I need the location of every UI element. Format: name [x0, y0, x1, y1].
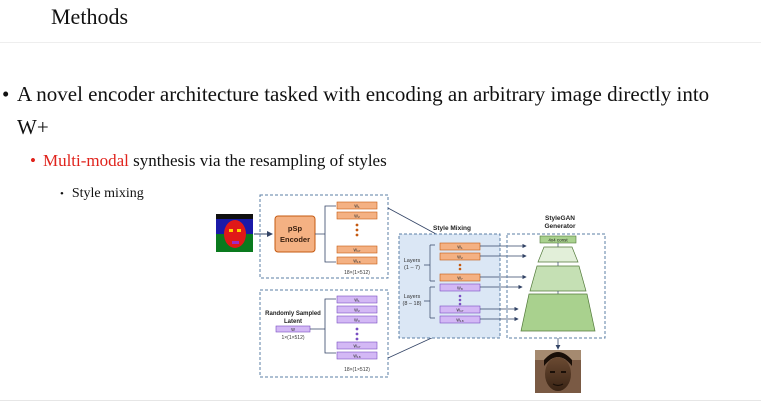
encoder-label-2: Encoder — [280, 235, 310, 244]
style-code-label: w₁₈ — [353, 354, 360, 360]
layers-high-label: Layers — [404, 294, 421, 300]
encoder-label: pSp — [288, 224, 303, 233]
generator-block-low — [537, 246, 579, 263]
encoder-to-mixing-line — [387, 207, 437, 235]
bullet-dot: • — [2, 82, 10, 106]
style-code-label: w₇ — [457, 276, 463, 282]
encoder-style-codes: w₁ w₂ w₁₇ w₁₈ — [336, 201, 378, 265]
style-code-box — [336, 305, 378, 314]
latent-to-mixing-line — [387, 335, 437, 359]
encoder-bracket — [315, 205, 336, 263]
style-code-box — [439, 283, 481, 292]
style-code-box — [336, 341, 378, 350]
style-code-label: w₈ — [457, 286, 463, 292]
latent-vector-label: w — [291, 327, 295, 333]
style-code-label: w₁ — [354, 298, 360, 304]
footer-divider — [0, 400, 761, 401]
style-code-label: w₁₈ — [456, 318, 463, 324]
output-face-image — [535, 350, 581, 393]
layers-low-range: (1 – 7) — [404, 265, 420, 271]
ellipsis-dot — [355, 337, 359, 341]
bullet-level-2: • Multi-modal synthesis via the resamplin… — [30, 151, 387, 171]
latent-style-codes: w₁ w₂ w₃ w₁₇ w₁₈ — [336, 295, 378, 360]
bullet-level-1-text: A novel encoder architecture tasked with… — [17, 82, 710, 139]
style-code-label: w₁ — [457, 245, 463, 251]
style-code-label: w₁₇ — [353, 248, 360, 254]
ellipsis-dot — [458, 294, 462, 298]
layers-low-bracket — [424, 244, 435, 282]
style-mixing-title: Style Mixing — [433, 225, 471, 232]
style-code-box — [439, 305, 481, 314]
ellipsis-dot — [458, 298, 462, 302]
style-code-label: w₁₈ — [353, 259, 360, 265]
slide-title: Methods — [51, 4, 128, 29]
style-code-label: w₁ — [354, 204, 360, 210]
generator-title: StyleGAN — [545, 215, 575, 222]
ellipsis-dot — [355, 228, 359, 232]
encoder-panel — [259, 194, 389, 279]
encoder-codes-dim: 18×(1×512) — [344, 270, 370, 276]
title-divider — [0, 42, 761, 43]
style-code-box — [439, 273, 481, 282]
style-code-box — [439, 242, 481, 251]
mixing-to-generator-arrows — [480, 243, 527, 322]
layers-high-range: (8 – 18) — [403, 301, 422, 307]
ellipsis-dot — [355, 233, 359, 237]
bullet-level-3: • Style mixing — [60, 186, 144, 202]
bullet-dot: • — [60, 188, 64, 200]
bullet-level-1: • A novel encoder architecture tasked wi… — [2, 78, 742, 144]
ellipsis-dot — [355, 223, 359, 227]
style-code-box — [439, 252, 481, 261]
style-code-box — [336, 211, 378, 220]
bullet-level-3-text: Style mixing — [71, 186, 144, 201]
style-code-label: w₂ — [457, 255, 463, 261]
ellipsis-dot — [355, 332, 359, 336]
style-code-box — [336, 245, 378, 254]
generator-panel — [506, 233, 606, 339]
latent-bracket — [310, 298, 336, 354]
const-input-label: 4x4 const — [548, 238, 568, 243]
ellipsis-dot — [458, 263, 462, 267]
style-code-label: w₁₇ — [456, 308, 463, 314]
psp-architecture-diagram: pSp Encoder w₁ w₂ w₁₇ w₁₈ 18×(1×512) Ran… — [216, 194, 606, 393]
style-code-box — [336, 351, 378, 360]
ellipsis-dot — [355, 327, 359, 331]
generator-block-high — [520, 293, 596, 332]
style-code-box — [336, 201, 378, 210]
highlight-text: Multi-modal — [42, 151, 129, 170]
style-code-label: w₃ — [354, 318, 360, 324]
latent-panel — [259, 289, 389, 378]
ellipsis-dot — [458, 302, 462, 306]
style-code-box — [336, 315, 378, 324]
latent-label: Randomly Sampled — [265, 311, 321, 317]
style-code-label: w₂ — [354, 214, 360, 220]
generator-title-2: Generator — [544, 223, 576, 230]
style-code-label: w₁₇ — [353, 344, 360, 350]
mixed-style-codes: w₁ w₂ w₇ w₈ w₁₇ w₁₈ — [439, 242, 481, 324]
style-code-box — [336, 295, 378, 304]
style-code-box — [439, 315, 481, 324]
generator-block-mid — [529, 265, 587, 292]
psp-encoder-block — [274, 215, 316, 253]
style-code-label: w₂ — [354, 308, 360, 314]
layers-low-label: Layers — [404, 258, 421, 264]
ellipsis-dot — [458, 267, 462, 271]
latent-label-2: Latent — [284, 319, 302, 325]
latent-dim: 1×(1×512) — [281, 335, 304, 341]
bullet-dot: • — [30, 151, 36, 170]
input-segmentation-map — [216, 214, 253, 252]
latent-codes-dim: 18×(1×512) — [344, 367, 370, 373]
layers-high-bracket — [424, 286, 435, 319]
bullet-level-2-text: synthesis via the resampling of styles — [128, 151, 387, 170]
style-code-box — [336, 256, 378, 265]
